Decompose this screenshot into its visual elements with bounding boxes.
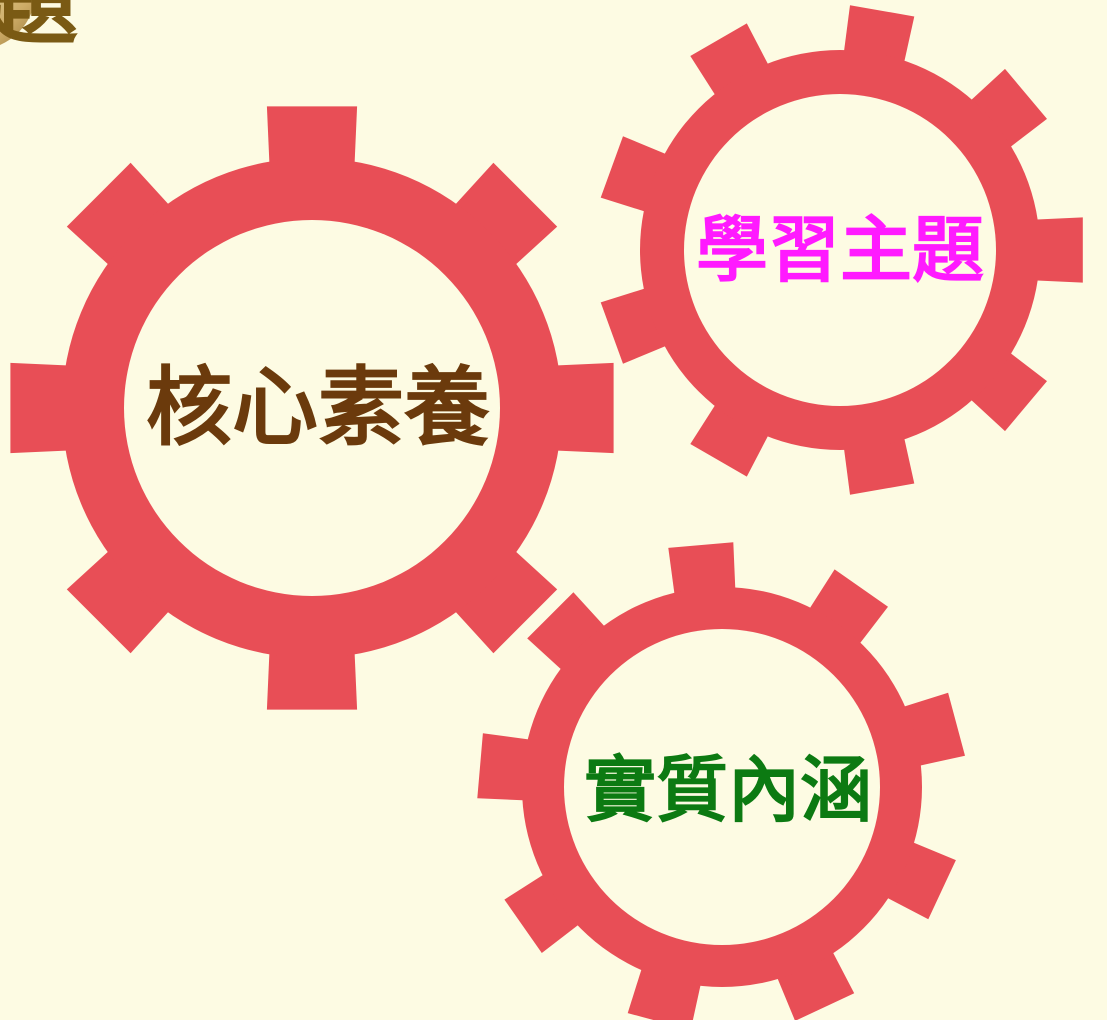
- gear-content: [477, 542, 965, 1020]
- gear-theme: [600, 5, 1083, 495]
- gear-tooth: [504, 872, 583, 953]
- gear-tooth: [668, 542, 736, 599]
- gear-tooth: [807, 569, 888, 648]
- title-fragment-text: 題: [0, 0, 78, 50]
- title-fragment: 題: [0, 0, 106, 52]
- gear-tooth: [527, 592, 608, 673]
- gear-tooth: [266, 106, 358, 168]
- gear-tooth: [552, 362, 614, 454]
- gear-tooth: [452, 548, 558, 654]
- gear-tooth: [266, 648, 358, 710]
- gear-tooth: [66, 162, 172, 268]
- gear-tooth: [452, 162, 558, 268]
- gear-tooth: [477, 733, 534, 801]
- gear-center: [124, 220, 500, 596]
- gear-tooth: [66, 548, 172, 654]
- gear-center: [564, 629, 880, 945]
- gear-label-theme: 學習主題: [695, 208, 985, 292]
- gear-center: [684, 94, 996, 406]
- gear-tooth: [967, 68, 1047, 151]
- gear-tooth: [967, 349, 1047, 432]
- gear-core: [10, 106, 614, 710]
- gear-tooth: [10, 362, 72, 454]
- gear-label-content: 實質內涵: [583, 748, 873, 832]
- gear-label-core: 核心素養: [146, 358, 490, 458]
- gear-tooth: [1031, 217, 1083, 283]
